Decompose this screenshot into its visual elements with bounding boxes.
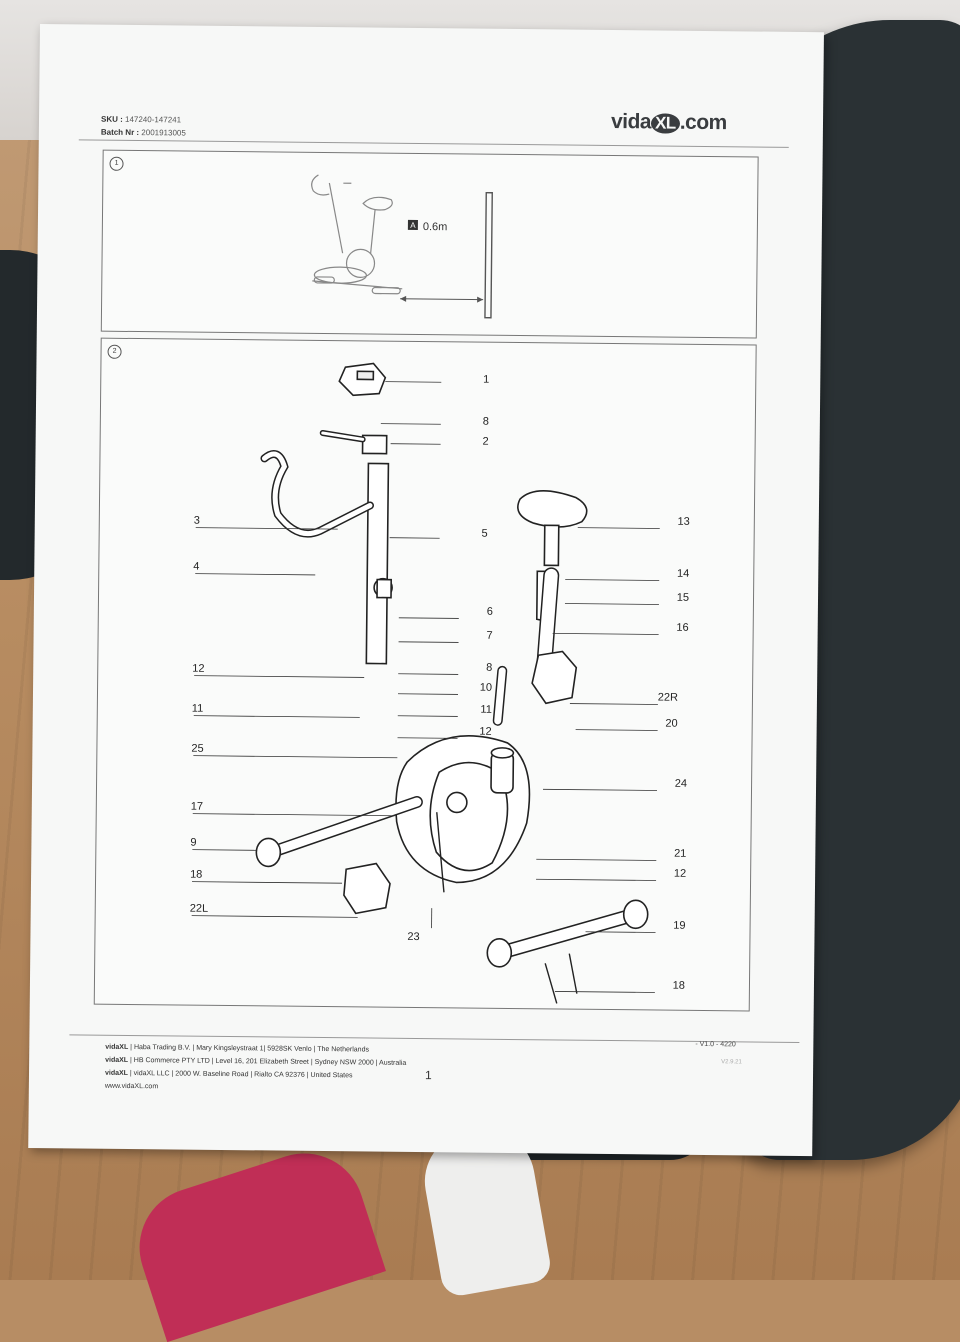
page-number: 1 <box>425 1068 432 1082</box>
sku-block: SKU : 147240-147241 Batch Nr : 200191300… <box>101 113 186 140</box>
part-number-label: 14 <box>677 568 689 580</box>
part-number-label: 8 <box>483 416 489 428</box>
build-label: V2.9.21 <box>721 1059 742 1065</box>
part-callout-line <box>399 642 459 643</box>
part-number-label: 2 <box>482 436 488 448</box>
part-callout-line <box>385 382 441 383</box>
footer-website: www.vidaXL.com <box>105 1080 406 1096</box>
part-callout-line <box>578 528 660 529</box>
part-callout-line <box>391 444 441 445</box>
part-number-label: 25 <box>191 743 203 755</box>
part-callout-line <box>553 633 659 634</box>
manual-page: SKU : 147240-147241 Batch Nr : 200191300… <box>28 24 824 1156</box>
main-post <box>366 463 388 663</box>
wall-symbol <box>485 193 492 318</box>
part-number-label: 1 <box>483 374 489 386</box>
part-callout-line <box>570 704 658 705</box>
part-number-label: 18 <box>673 980 685 992</box>
part-number-label: 19 <box>673 920 685 932</box>
part-number-label: 22R <box>658 692 678 704</box>
part-number-label: 11 <box>192 703 204 715</box>
part-number-label: 10 <box>480 682 492 694</box>
part-number-label: 5 <box>481 528 487 540</box>
part-number-label: 12 <box>674 868 686 880</box>
batch-label: Batch Nr : <box>101 128 139 137</box>
clearance-value: 0.6m <box>423 221 448 233</box>
part-number-label: 20 <box>665 718 677 730</box>
rear-wheel-cap <box>487 939 511 967</box>
part-callout-line <box>543 789 657 790</box>
part-number-label: 9 <box>190 837 196 849</box>
footer-addresses: vidaXL | Haba Trading B.V. | Mary Kingsl… <box>105 1041 407 1096</box>
part-number-label: 11 <box>480 704 492 716</box>
front-wheel-cap <box>256 838 280 866</box>
part-number-label: 23 <box>407 931 419 943</box>
part-callout-line <box>194 716 360 718</box>
part-number-label: 7 <box>486 630 492 642</box>
batch-value: 2001913005 <box>141 128 186 137</box>
handlebar <box>264 454 371 534</box>
part-number-label: 24 <box>675 778 687 790</box>
part-callout-line <box>565 604 659 605</box>
part-callout-line <box>398 694 458 695</box>
part-callout-line <box>398 674 458 675</box>
handlebar-clamp <box>363 435 387 453</box>
part-callout-line <box>399 618 459 619</box>
part-callout-line <box>390 538 440 539</box>
part-number-label: 6 <box>487 606 493 618</box>
bike-sketch-small <box>311 175 404 294</box>
part-number-label: 4 <box>193 561 199 573</box>
part-callout-line <box>536 859 656 860</box>
step-1-panel: 1 A 0.6m <box>101 150 759 339</box>
exploded-bike-drawing <box>255 362 654 1004</box>
part-number-label: 18 <box>190 869 202 881</box>
header-divider <box>79 139 789 147</box>
part-callout-line <box>576 730 658 731</box>
version-label: - V1.0 - 4220 <box>695 1041 736 1048</box>
part-callout-line <box>192 916 358 918</box>
part-callout-line <box>194 676 364 678</box>
sku-label: SKU : <box>101 115 123 124</box>
part-callout-line <box>536 879 656 880</box>
part-callout-line <box>193 756 397 758</box>
sku-value: 147240-147241 <box>125 115 181 125</box>
seat-part <box>518 490 587 527</box>
part-number-label: 17 <box>191 801 203 813</box>
pedal-left <box>344 863 391 913</box>
clearance-badge-letter: A <box>410 221 416 230</box>
part-callout-line <box>192 850 256 851</box>
part-callout-line <box>565 580 659 581</box>
part-callout-line <box>381 424 441 425</box>
part-number-label: 12 <box>192 663 204 675</box>
clearance-arrow <box>400 299 483 300</box>
part-number-label: 8 <box>486 662 492 674</box>
part-number-label: 13 <box>678 516 690 528</box>
part-number-label: 22L <box>190 903 208 915</box>
part-callout-line <box>192 882 342 884</box>
part-callout-line <box>195 574 315 575</box>
part-number-label: 21 <box>674 848 686 860</box>
step-1-diagram: A 0.6m <box>102 151 758 338</box>
part-number-label: 3 <box>194 515 200 527</box>
part-number-label: 15 <box>677 592 689 604</box>
step-2-panel: 2 <box>94 338 757 1012</box>
part-number-label: 12 <box>479 726 491 738</box>
part-number-label: 16 <box>676 622 688 634</box>
part-callout-line <box>398 716 458 717</box>
pedal-right <box>532 651 577 703</box>
part-callout-line <box>555 991 655 992</box>
